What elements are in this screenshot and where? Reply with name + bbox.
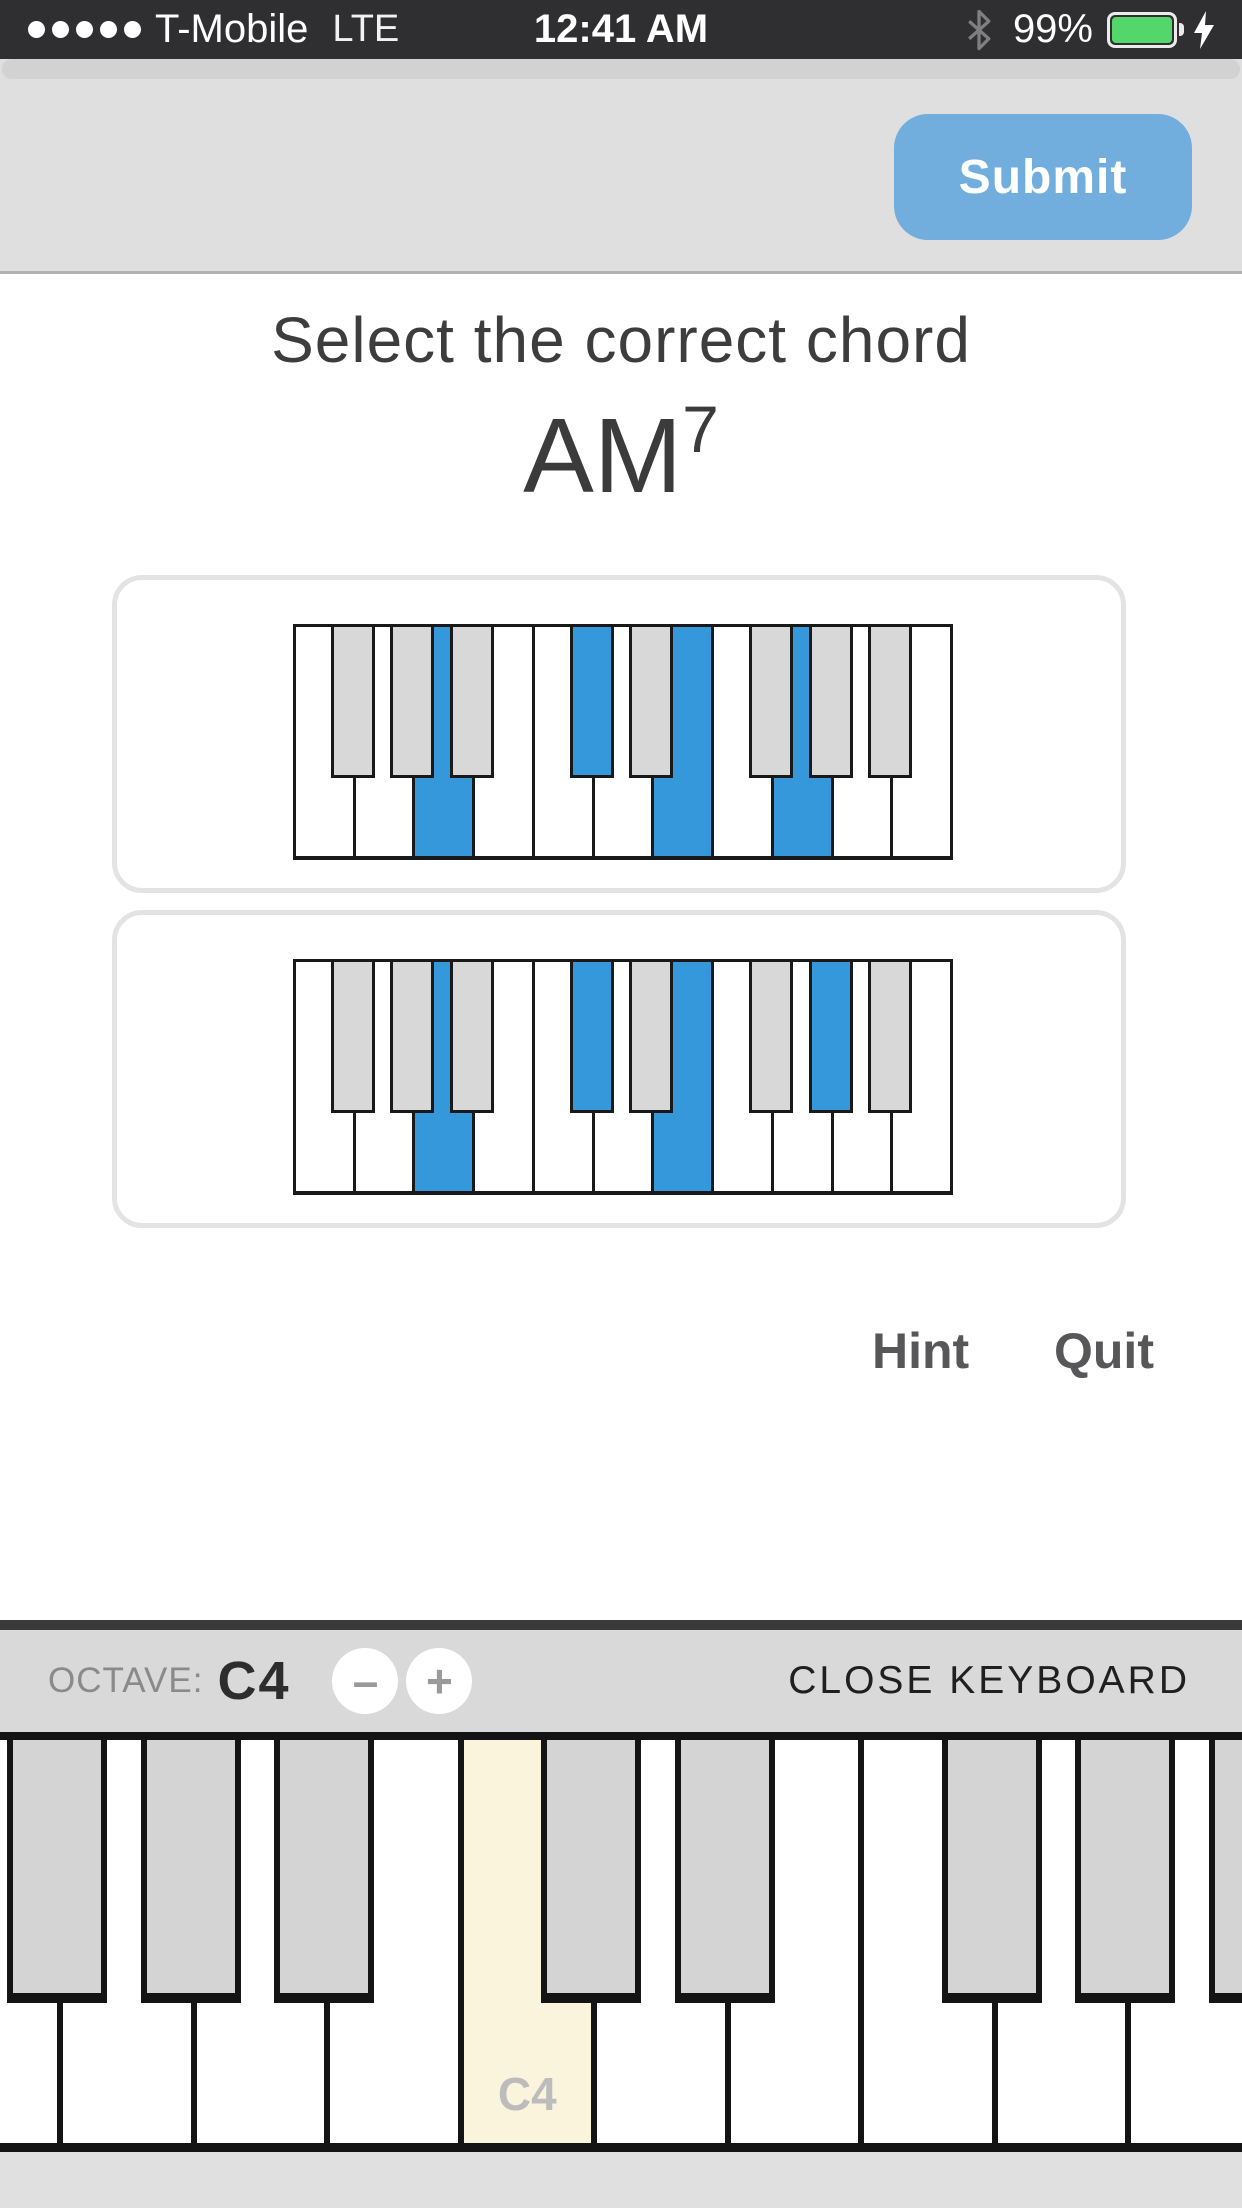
option-1-black-key-Asharp xyxy=(450,624,495,778)
clock: 12:41 AM xyxy=(533,7,709,51)
battery-icon xyxy=(1107,11,1184,48)
keyboard-drawer-top-border xyxy=(0,1620,1242,1630)
header: Submit xyxy=(0,59,1242,274)
hint-button[interactable]: Hint xyxy=(872,1323,970,1379)
question-prompt: Select the correct chord xyxy=(271,304,971,376)
piano-key-Fsharp3[interactable] xyxy=(7,1732,107,2003)
status-bar-left: T-Mobile LTE xyxy=(28,0,399,59)
battery-fill xyxy=(1112,16,1172,43)
chord-name: AM7 xyxy=(0,392,1242,517)
option-2-black-key-Gsharp xyxy=(390,959,435,1113)
option-2-black-key-Fsharp xyxy=(748,959,793,1113)
piano-key-Gsharp4[interactable] xyxy=(1075,1732,1175,2003)
signal-dot xyxy=(124,21,141,38)
option-2-black-key-Asharp xyxy=(868,959,913,1113)
chord-option-1-diagram xyxy=(293,624,953,860)
battery-nub xyxy=(1179,23,1184,36)
piano-key-Fsharp4[interactable] xyxy=(941,1732,1042,2003)
bluetooth-icon xyxy=(967,9,991,51)
option-1-black-key-Fsharp xyxy=(330,624,375,778)
network-type-label: LTE xyxy=(332,8,400,50)
piano-key-Asharp4[interactable] xyxy=(1208,1732,1242,2003)
chord-option-2-card[interactable] xyxy=(112,910,1126,1228)
chord-base: AM xyxy=(523,397,683,515)
charging-icon xyxy=(1192,10,1216,49)
chord-option-1-card[interactable] xyxy=(112,575,1126,893)
signal-dot xyxy=(76,21,93,38)
status-bar: T-Mobile LTE 12:41 AM 99% xyxy=(0,0,1242,59)
option-1-black-key-Fsharp xyxy=(748,624,793,778)
piano-top-border xyxy=(0,1732,1242,1740)
status-bar-right: 99% xyxy=(967,0,1216,59)
octave-bar: OCTAVE: C4 – + CLOSE KEYBOARD xyxy=(0,1630,1242,1732)
carrier-label: T-Mobile xyxy=(155,7,309,51)
piano-key-Dsharp4[interactable] xyxy=(674,1732,775,2003)
option-1-black-key-Asharp xyxy=(868,624,913,778)
chord-superscript: 7 xyxy=(682,392,719,466)
octave-label: OCTAVE: xyxy=(48,1661,204,1700)
signal-dot xyxy=(52,21,69,38)
option-2-black-key-Csharp xyxy=(569,959,614,1113)
close-keyboard-button[interactable]: CLOSE KEYBOARD xyxy=(782,1658,1196,1704)
octave-decrement-button[interactable]: – xyxy=(332,1648,399,1714)
octave-value: C4 xyxy=(217,1651,291,1711)
option-1-black-key-Gsharp xyxy=(390,624,435,778)
piano-key-Gsharp3[interactable] xyxy=(140,1732,241,2003)
chord-option-2-diagram xyxy=(293,959,953,1195)
signal-strength-icon xyxy=(28,21,141,38)
option-2-black-key-Asharp xyxy=(450,959,495,1113)
signal-dot xyxy=(100,21,117,38)
option-1-black-key-Gsharp xyxy=(808,624,853,778)
signal-dot xyxy=(28,21,45,38)
piano-key-label-C4: C4 xyxy=(497,2068,557,2120)
piano-keyboard: C4 xyxy=(0,1732,1242,2152)
submit-button[interactable]: Submit xyxy=(894,114,1192,240)
battery-body xyxy=(1107,11,1177,48)
battery-percent-label: 99% xyxy=(1012,7,1093,51)
octave-increment-button[interactable]: + xyxy=(406,1648,473,1714)
option-1-black-key-Csharp xyxy=(569,624,614,778)
quit-button[interactable]: Quit xyxy=(1054,1323,1154,1379)
header-accent-strip xyxy=(2,59,1240,79)
piano-key-Csharp4[interactable] xyxy=(541,1732,641,2003)
piano-key-Asharp3[interactable] xyxy=(274,1732,374,2003)
option-1-black-key-Dsharp xyxy=(629,624,674,778)
option-2-black-key-Dsharp xyxy=(629,959,674,1113)
below-piano-strip xyxy=(0,2152,1242,2208)
option-2-black-key-Gsharp xyxy=(808,959,853,1113)
option-2-black-key-Fsharp xyxy=(330,959,375,1113)
